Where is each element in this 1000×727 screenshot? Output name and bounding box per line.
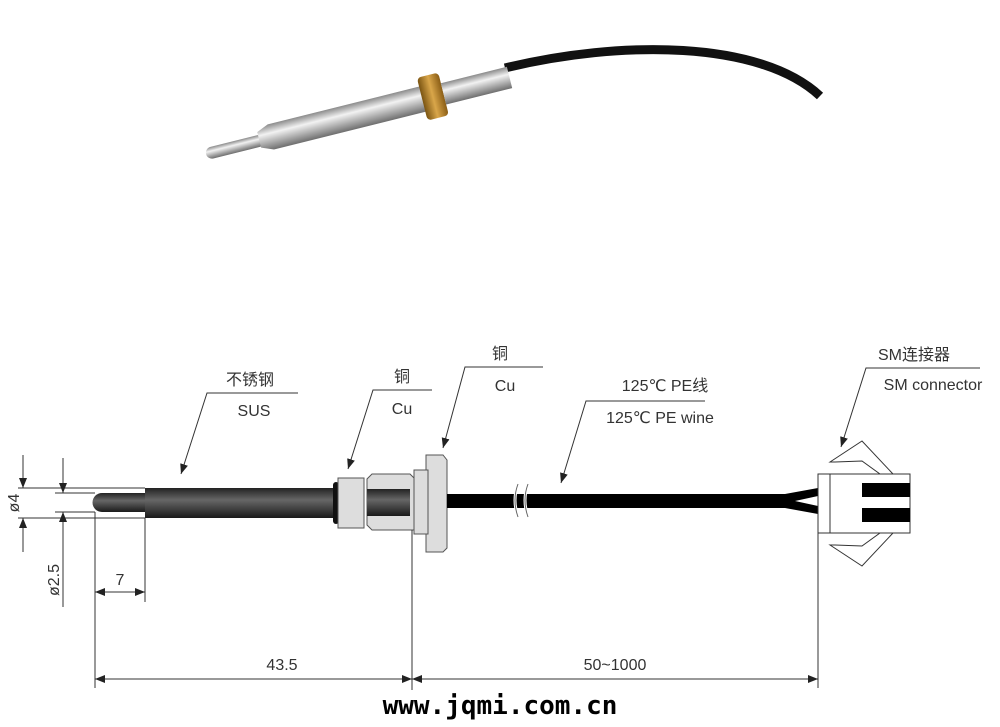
dim-tip-length: 7 — [116, 572, 125, 589]
label-sus-cn: 不锈钢 — [226, 371, 274, 389]
label-wire-en: 125℃ PE wine — [606, 410, 714, 427]
dimension-lines: ø4 ø2.5 7 43.5 50~1000 — [6, 455, 819, 690]
copper-flange — [425, 454, 448, 553]
probe-drawing — [92, 440, 911, 567]
photo-tube — [257, 83, 437, 150]
dim-cable-length: 50~1000 — [584, 657, 647, 674]
copper-ring — [337, 477, 365, 529]
dim-outer-diameter: ø4 — [6, 494, 23, 513]
label-sus-en: SUS — [238, 403, 271, 420]
probe-tip — [92, 493, 145, 512]
product-photo — [205, 45, 824, 159]
stainless-tube — [145, 488, 335, 518]
dim-tip-diameter: ø2.5 — [46, 564, 63, 596]
label-cu1-en: Cu — [392, 401, 412, 418]
watermark: www.jqmi.com.cn — [383, 691, 618, 721]
photo-brass-ring — [417, 73, 449, 120]
dim-probe-length: 43.5 — [266, 657, 297, 674]
photo-cable — [503, 45, 824, 100]
photo-rear-tube — [440, 66, 513, 105]
label-connector-en: SM connector — [884, 377, 983, 394]
label-cu1-cn: 铜 — [394, 368, 410, 386]
wire-split — [785, 488, 818, 514]
sm-connector — [817, 440, 911, 567]
label-connector-cn: SM连接器 — [878, 346, 950, 364]
label-cu2-cn: 铜 — [492, 345, 508, 363]
photo-tip — [205, 135, 265, 159]
callouts: 不锈钢 SUS 铜 Cu 铜 Cu 125℃ PE线 125℃ PE wine … — [180, 345, 983, 484]
pe-cable — [447, 494, 787, 508]
label-cu2-en: Cu — [495, 378, 515, 395]
label-wire-cn: 125℃ PE线 — [622, 377, 708, 395]
